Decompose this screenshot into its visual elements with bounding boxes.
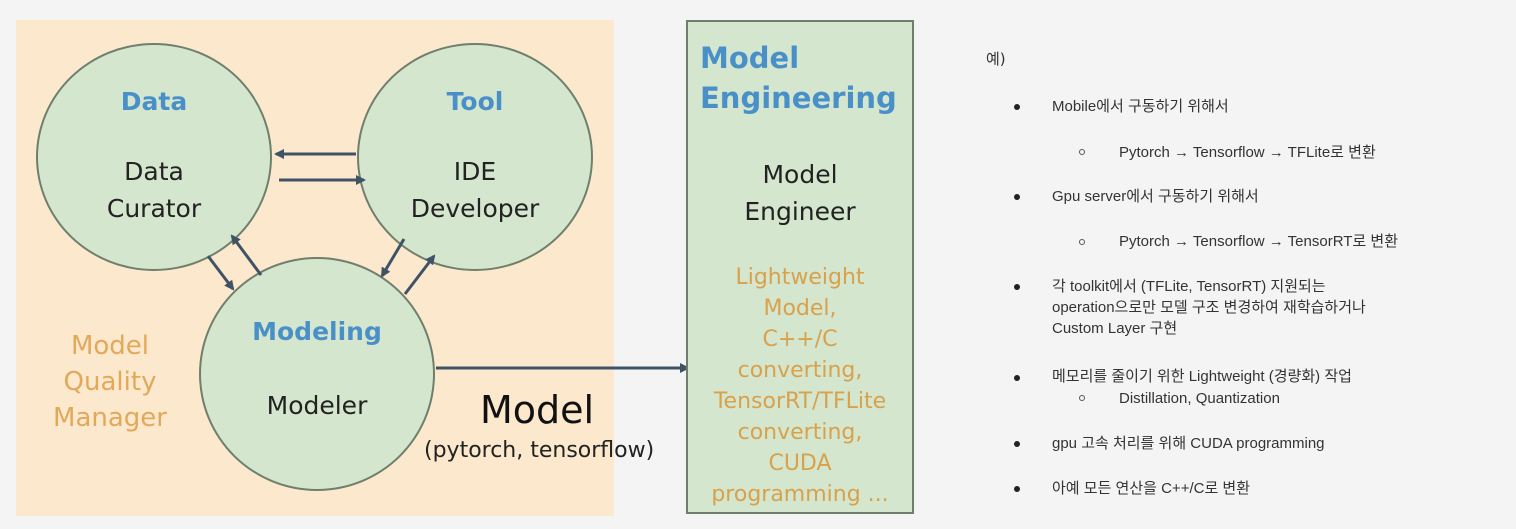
note-item: Gpu server에서 구동하기 위해서 xyxy=(1052,188,1259,205)
arrow-data-to-modeling xyxy=(206,255,235,291)
sub-bullet-icon xyxy=(1079,149,1085,155)
modeler-label: Modeler xyxy=(266,391,368,420)
bullet-icon xyxy=(1014,375,1020,381)
arrow-modeling-to-data xyxy=(230,234,263,276)
quality-manager-label-line: Model xyxy=(70,331,150,361)
data-curator-label: Data Curator xyxy=(106,157,202,223)
ide-developer-label: IDE Developer xyxy=(410,157,540,223)
note-item: 각 toolkit에서 (TFLite, TensorRT) 지원되는 oper… xyxy=(1052,278,1366,337)
quality-manager-label-line: Quality xyxy=(63,367,157,397)
model-label: Model xyxy=(480,388,595,432)
model-engineering-tasks: Lightweight Model, C++/C converting, Ten… xyxy=(711,265,889,507)
quality-manager-label: Model Quality Manager xyxy=(40,328,180,436)
data-node: Data Data Curator xyxy=(36,43,272,271)
note-sub-item: Pytorch → Tensorflow → TFLite로 변환 xyxy=(1119,144,1376,161)
modeling-role-label: Modeling xyxy=(252,317,382,346)
tool-node: Tool IDE Developer xyxy=(357,43,593,271)
tool-role-label: Tool xyxy=(446,87,504,116)
note-sub-item: Distillation, Quantization xyxy=(1119,390,1280,407)
note-item: Mobile에서 구동하기 위해서 xyxy=(1052,98,1229,115)
sub-bullet-icon xyxy=(1079,395,1085,401)
quality-manager-label-line: Manager xyxy=(53,403,167,433)
note-item: 메모리를 줄이기 위한 Lightweight (경량화) 작업 xyxy=(1052,368,1352,385)
note-sub-item: Pytorch → Tensorflow → TensorRT로 변환 xyxy=(1119,233,1398,250)
note-item: gpu 고속 처리를 위해 CUDA programming xyxy=(1052,435,1325,452)
bullet-icon xyxy=(1014,486,1020,492)
bullet-icon xyxy=(1014,104,1020,110)
sub-bullet-icon xyxy=(1079,239,1085,245)
bullet-icon xyxy=(1014,194,1020,200)
notes-heading: 예) xyxy=(986,50,1006,68)
arrow-tool-to-modeling xyxy=(380,238,406,278)
model-sublabel: (pytorch, tensorflow) xyxy=(424,438,655,463)
note-item: 아예 모든 연산을 C++/C로 변환 xyxy=(1052,480,1251,497)
model-engineering-panel: Model Engineering Model Engineer Lightwe… xyxy=(686,20,914,514)
bullet-icon xyxy=(1014,441,1020,447)
modeling-node: Modeling Modeler xyxy=(199,257,435,491)
arrow-modeling-to-tool xyxy=(403,254,436,295)
model-engineering-title: Model Engineering xyxy=(700,41,897,115)
model-engineer-label: Model Engineer xyxy=(744,160,856,226)
data-role-label: Data xyxy=(120,87,188,116)
bullet-icon xyxy=(1014,284,1020,290)
